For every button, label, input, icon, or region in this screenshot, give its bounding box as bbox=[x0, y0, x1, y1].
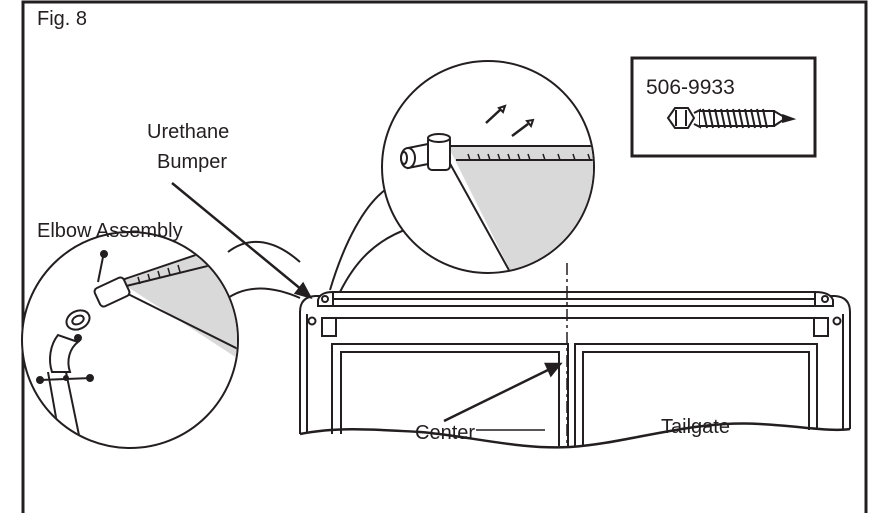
part-number: 506-9933 bbox=[646, 76, 735, 99]
figure-border bbox=[21, 0, 868, 513]
elbow-detail-circle bbox=[21, 231, 301, 449]
urethane-bumper-label-line2: Bumper bbox=[157, 151, 228, 173]
center-label: Center bbox=[415, 422, 476, 444]
tailgate-label: Tailgate bbox=[661, 416, 730, 438]
bumper-detail-circle bbox=[329, 60, 595, 293]
tailgate-body bbox=[299, 295, 851, 449]
urethane-bumper-rail bbox=[317, 290, 834, 307]
hex-head-screw-icon bbox=[485, 104, 535, 137]
urethane-bumper-label-line1: Urethane bbox=[147, 121, 230, 143]
leader-arrows bbox=[171, 182, 563, 423]
figure-label: Fig. 8 bbox=[37, 8, 88, 30]
part-box bbox=[630, 56, 817, 158]
self-drilling-screw-icon bbox=[666, 107, 797, 129]
elbow-assembly-label: Elbow Assembly bbox=[37, 220, 183, 242]
